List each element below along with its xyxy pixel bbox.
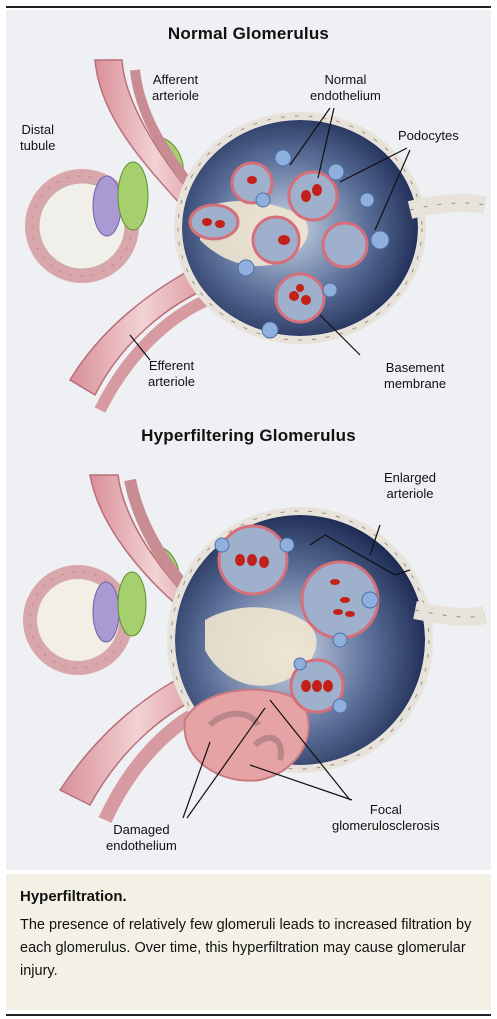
basement-label-line1: Basement [384, 360, 446, 376]
basement-label-line2: membrane [384, 376, 446, 392]
basement-membrane-label: Basement membrane [384, 360, 446, 392]
focal-label-line1: Focal [332, 802, 440, 818]
podocytes-label: Podocytes [398, 128, 459, 144]
afferent-label-line1: Afferent [152, 72, 199, 88]
afferent-arteriole-label: Afferent arteriole [152, 72, 199, 104]
distal-label-line1: Distal [20, 122, 55, 138]
distal-tubule-label: Distal tubule [20, 122, 55, 154]
efferent-label-line2: arteriole [148, 374, 195, 390]
hyper-glomerulus-title: Hyperfiltering Glomerulus [6, 426, 491, 446]
hyperfiltering-glomerulus [30, 475, 485, 820]
damaged-endothelium-label: Damaged endothelium [106, 822, 177, 854]
caption-title: Hyperfiltration. [20, 888, 127, 905]
endothelium-label-line2: endothelium [310, 88, 381, 104]
efferent-label-line1: Efferent [148, 358, 195, 374]
endothelium-label-line1: Normal [310, 72, 381, 88]
damaged-label-line1: Damaged [106, 822, 177, 838]
efferent-arteriole-label: Efferent arteriole [148, 358, 195, 390]
normal-glomerulus [32, 60, 485, 410]
distal-label-line2: tubule [20, 138, 55, 154]
focal-glomerulosclerosis-label: Focal glomerulosclerosis [332, 802, 440, 834]
normal-endothelium-label: Normal endothelium [310, 72, 381, 104]
afferent-label-line2: arteriole [152, 88, 199, 104]
enlarged-label-line2: arteriole [384, 486, 436, 502]
damaged-label-line2: endothelium [106, 838, 177, 854]
normal-glomerulus-title: Normal Glomerulus [6, 24, 491, 44]
enlarged-label-line1: Enlarged [384, 470, 436, 486]
enlarged-arteriole-label: Enlarged arteriole [384, 470, 436, 502]
focal-label-line2: glomerulosclerosis [332, 818, 440, 834]
caption-box: Hyperfiltration. The presence of relativ… [6, 874, 491, 1010]
caption-body: The presence of relatively few glomeruli… [20, 914, 482, 983]
